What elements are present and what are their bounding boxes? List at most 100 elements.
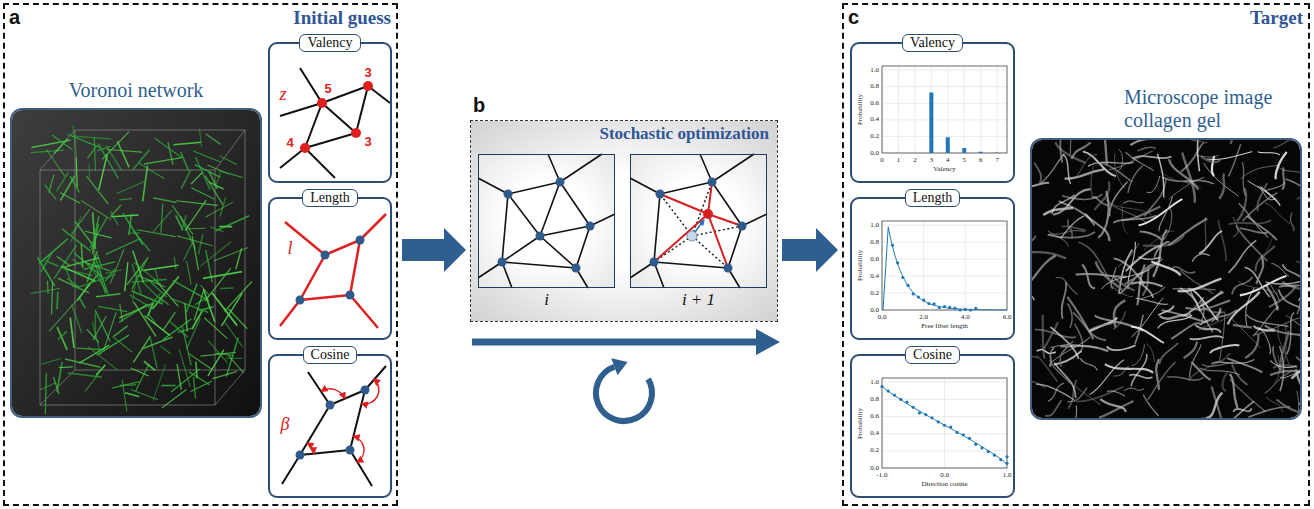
fiber (46, 149, 65, 176)
data-point (922, 299, 925, 302)
fiber (1283, 264, 1300, 282)
metric-tab: Length (905, 189, 961, 207)
fiber (85, 231, 111, 238)
fiber (1071, 405, 1077, 418)
fiber (1229, 220, 1271, 224)
data-point (1005, 462, 1008, 465)
data-point (955, 431, 958, 434)
grid-line (923, 221, 924, 310)
network-step (656, 190, 665, 199)
axis-title: Free fiber length (921, 323, 968, 330)
fiber (1143, 235, 1184, 246)
fiber (1061, 216, 1084, 238)
fiber (1032, 252, 1066, 258)
fiber (1107, 345, 1136, 350)
fiber (1036, 384, 1074, 400)
iteration-arrow (472, 329, 780, 421)
fiber (1278, 324, 1289, 364)
network-step (630, 154, 767, 288)
step-label: i (544, 290, 549, 310)
data-point (930, 416, 933, 419)
fiber (1157, 154, 1163, 198)
tick-label: 4 (946, 157, 950, 164)
valency-sketch (317, 98, 327, 108)
fiber (162, 389, 187, 407)
fiber (160, 346, 170, 354)
valency-sketch (300, 143, 310, 153)
fiber (148, 293, 160, 308)
fiber (193, 377, 195, 399)
tick-label: 0.8 (870, 396, 879, 403)
axis-title: Probability (858, 94, 865, 125)
fiber (163, 312, 175, 330)
grid-line (882, 259, 1007, 260)
chart-plot (882, 221, 1007, 312)
fiber (176, 201, 218, 206)
network-step (478, 154, 615, 288)
fiber (168, 142, 173, 164)
data-point (948, 306, 951, 309)
cosine-sketch (321, 389, 344, 399)
axis-title: Valency (933, 166, 956, 173)
fiber (1067, 388, 1087, 402)
tick-label: 0 (880, 157, 884, 164)
grid-line (882, 70, 1007, 71)
fiber (45, 261, 58, 267)
fiber (1076, 387, 1123, 402)
angle-symbol: β (281, 415, 290, 433)
optimization-ground (479, 155, 614, 287)
fiber (208, 341, 228, 363)
tick-label: -1.0 (876, 472, 887, 479)
fiber (1090, 322, 1115, 329)
tick-label: 1.0 (870, 67, 879, 74)
network-step (556, 178, 565, 187)
fiber (1050, 347, 1054, 366)
fiber (170, 298, 208, 312)
fiber (182, 215, 187, 231)
data-point (987, 450, 990, 453)
fiber (212, 371, 237, 378)
fiber (1060, 341, 1073, 367)
fiber (1111, 267, 1116, 288)
fiber (1218, 220, 1226, 261)
fiber (71, 216, 81, 242)
microscope-image (1032, 140, 1300, 418)
tick-label: 0.2 (870, 447, 879, 454)
data-point (943, 424, 946, 427)
grid-line (882, 103, 1007, 104)
fit-curve (882, 387, 1007, 464)
fiber (205, 176, 223, 206)
fiber (172, 205, 193, 234)
fiber (1242, 162, 1245, 195)
fiber (133, 336, 150, 362)
grid-line (964, 66, 965, 153)
fiber (1143, 395, 1158, 416)
metric-tab: Length (302, 189, 358, 207)
axis-title: Direction cosine (921, 481, 967, 488)
data-point (905, 401, 908, 404)
fiber (1299, 283, 1300, 301)
fiber (70, 176, 79, 193)
fiber (174, 257, 176, 269)
grid-line (980, 66, 981, 153)
fiber (1043, 208, 1073, 215)
step-label: i + 1 (682, 290, 715, 310)
fiber (1107, 200, 1151, 215)
fiber (1291, 346, 1300, 379)
fiber (1130, 140, 1178, 145)
fiber (72, 304, 82, 333)
fiber (178, 328, 194, 332)
valency-symbol: z (279, 85, 286, 103)
tick-label: 1 (897, 157, 901, 164)
fiber (88, 264, 110, 296)
fiber (1204, 163, 1239, 196)
optimization-ground (631, 155, 766, 287)
fiber (1173, 267, 1196, 273)
fit-curve (883, 227, 1007, 310)
fiber (1076, 274, 1127, 277)
fiber (1265, 370, 1297, 393)
fiber (1168, 218, 1207, 245)
tick-label: 6 (979, 157, 983, 164)
fiber (139, 163, 165, 179)
grid-line (882, 225, 1007, 226)
